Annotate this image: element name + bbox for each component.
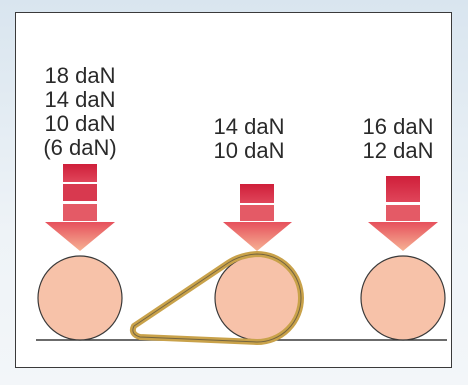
middle-load-bar-2 xyxy=(240,205,274,221)
right-load-bar-2 xyxy=(386,205,420,221)
right-load-labels: 16 daN 12 daN xyxy=(338,115,458,163)
middle-label-line-1: 14 daN xyxy=(213,114,285,139)
left-load-bar-2 xyxy=(63,184,97,201)
belt xyxy=(129,251,304,345)
left-roller xyxy=(37,255,123,341)
left-label-line-4: (6 daN) xyxy=(43,135,117,160)
middle-load-labels: 14 daN 10 daN xyxy=(189,115,309,163)
middle-load-arrow xyxy=(223,184,292,251)
middle-label-line-2: 10 daN xyxy=(213,138,285,163)
left-load-bar-1 xyxy=(63,164,97,182)
left-load-labels: 18 daN 14 daN 10 daN (6 daN) xyxy=(20,64,140,160)
left-label-line-2: 14 daN xyxy=(44,87,116,112)
left-load-bar-3 xyxy=(63,204,97,221)
left-label-line-3: 10 daN xyxy=(44,111,116,136)
right-label-line-1: 16 daN xyxy=(362,114,434,139)
left-arrowhead xyxy=(45,222,115,251)
right-load-arrow xyxy=(368,176,438,251)
left-load-arrow xyxy=(45,164,115,251)
right-label-line-2: 12 daN xyxy=(362,138,434,163)
middle-arrowhead xyxy=(223,222,292,251)
right-load-bar-1 xyxy=(386,176,420,202)
right-roller xyxy=(360,255,446,341)
right-arrowhead xyxy=(368,222,438,251)
middle-load-bar-1 xyxy=(240,184,274,203)
left-label-line-1: 18 daN xyxy=(44,63,116,88)
